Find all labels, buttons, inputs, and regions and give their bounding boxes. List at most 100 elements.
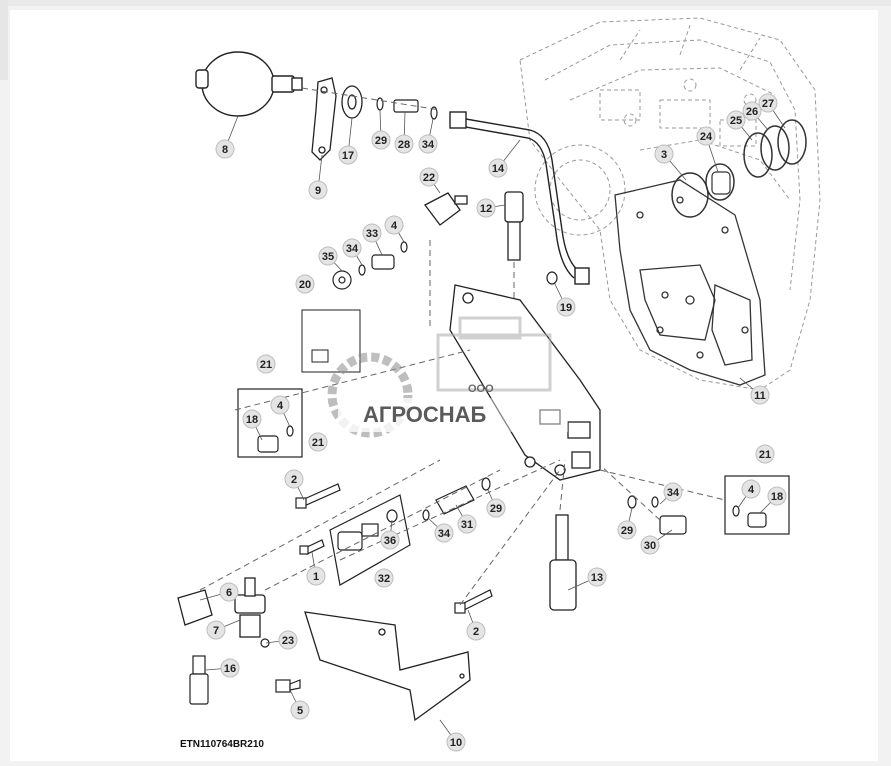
callout-label: 5	[297, 705, 303, 717]
callout-label: 36	[384, 535, 396, 547]
callout-6: 6	[199, 582, 239, 602]
callout-34: 34	[427, 517, 454, 543]
callout-24: 24	[696, 126, 719, 173]
callout-label: 9	[315, 185, 321, 197]
callout-circle	[306, 566, 326, 586]
callout-circle	[556, 297, 576, 317]
guard-plate	[304, 611, 471, 722]
callout-35: 35	[318, 246, 343, 272]
callout-circle	[654, 144, 674, 164]
detail-box-20	[301, 309, 361, 373]
callout-circle	[750, 385, 770, 405]
callout-circle	[242, 409, 262, 429]
callout-label: 4	[391, 220, 398, 232]
callout-28: 28	[394, 111, 414, 154]
callout-20: 20	[295, 274, 315, 294]
left-edge-bar	[0, 0, 8, 80]
callout-label: 10	[450, 737, 462, 749]
callout-label: 31	[461, 519, 473, 531]
callout-circle	[215, 139, 235, 159]
callout-circle	[617, 520, 637, 540]
callout-label: 29	[490, 503, 502, 515]
callout-circle	[640, 535, 660, 555]
callout-29: 29	[371, 109, 391, 150]
callout-4: 4	[737, 479, 761, 509]
callout-label: 13	[591, 572, 603, 584]
callout-label: 17	[342, 150, 354, 162]
callout-25: 25	[726, 110, 753, 141]
transmission-housing	[519, 17, 821, 391]
callout-circle	[488, 158, 508, 178]
callout-label: 4	[277, 400, 284, 412]
bolt-5-part	[275, 679, 301, 693]
callout-circle	[587, 567, 607, 587]
callout-7: 7	[206, 619, 241, 640]
callout-label: 34	[422, 139, 435, 151]
callout-circle	[384, 215, 404, 235]
watermark-prefix: ООО	[468, 383, 494, 395]
callout-circle	[270, 395, 290, 415]
callout-8: 8	[215, 115, 239, 159]
callout-27: 27	[758, 93, 786, 129]
callout-32: 32	[374, 568, 394, 588]
callout-label: 18	[771, 491, 783, 503]
callout-circle	[742, 101, 762, 121]
callout-label: 21	[759, 449, 771, 461]
o-ring-part	[546, 271, 558, 285]
callout-11: 11	[739, 377, 770, 405]
callout-label: 19	[560, 302, 572, 314]
hydraulic-pipe	[449, 111, 590, 285]
callout-label: 14	[492, 163, 505, 175]
callout-circle	[696, 126, 716, 146]
callout-4: 4	[270, 395, 291, 428]
callout-circle	[308, 180, 328, 200]
callout-30: 30	[640, 529, 673, 555]
callout-16: 16	[205, 658, 240, 678]
callout-circle	[284, 469, 304, 489]
callout-29: 29	[486, 489, 506, 518]
callout-circle	[374, 568, 394, 588]
callout-21: 21	[755, 444, 775, 464]
callout-label: 29	[621, 525, 633, 537]
plug-group-left	[332, 241, 408, 290]
callout-label: 7	[213, 625, 219, 637]
callout-circle	[486, 498, 506, 518]
callout-26: 26	[742, 101, 769, 131]
valve-cartridge-top	[504, 191, 524, 261]
callout-label: 30	[644, 540, 656, 552]
callout-label: 1	[313, 571, 319, 583]
callout-circle	[362, 223, 382, 243]
callout-circle	[338, 145, 358, 165]
callout-circle	[308, 432, 328, 452]
callout-23: 23	[265, 630, 298, 650]
callout-4: 4	[384, 215, 405, 243]
callout-19: 19	[553, 281, 576, 317]
callout-label: 34	[438, 528, 451, 540]
callout-circle	[295, 274, 315, 294]
callout-5: 5	[289, 689, 310, 720]
callout-2: 2	[466, 609, 486, 641]
callout-label: 6	[226, 587, 232, 599]
callout-circle	[256, 354, 276, 374]
callout-label: 12	[480, 203, 492, 215]
sensor-part	[424, 192, 468, 226]
callout-label: 2	[473, 626, 479, 638]
callout-18: 18	[242, 409, 263, 441]
callout-3: 3	[654, 144, 687, 181]
nut-part	[341, 85, 363, 119]
callout-label: 8	[222, 144, 228, 156]
watermark-logo	[327, 316, 568, 438]
callout-circle	[767, 486, 787, 506]
callout-34: 34	[659, 482, 683, 505]
callout-circle	[318, 246, 338, 266]
callout-circle	[758, 93, 778, 113]
callout-label: 21	[260, 359, 272, 371]
callout-label: 18	[246, 414, 258, 426]
callout-label: 24	[700, 131, 713, 143]
callout-29: 29	[617, 507, 637, 540]
callout-circle	[342, 238, 362, 258]
bushing-part	[711, 171, 731, 195]
callout-21: 21	[308, 432, 328, 452]
callout-label: 29	[375, 135, 387, 147]
